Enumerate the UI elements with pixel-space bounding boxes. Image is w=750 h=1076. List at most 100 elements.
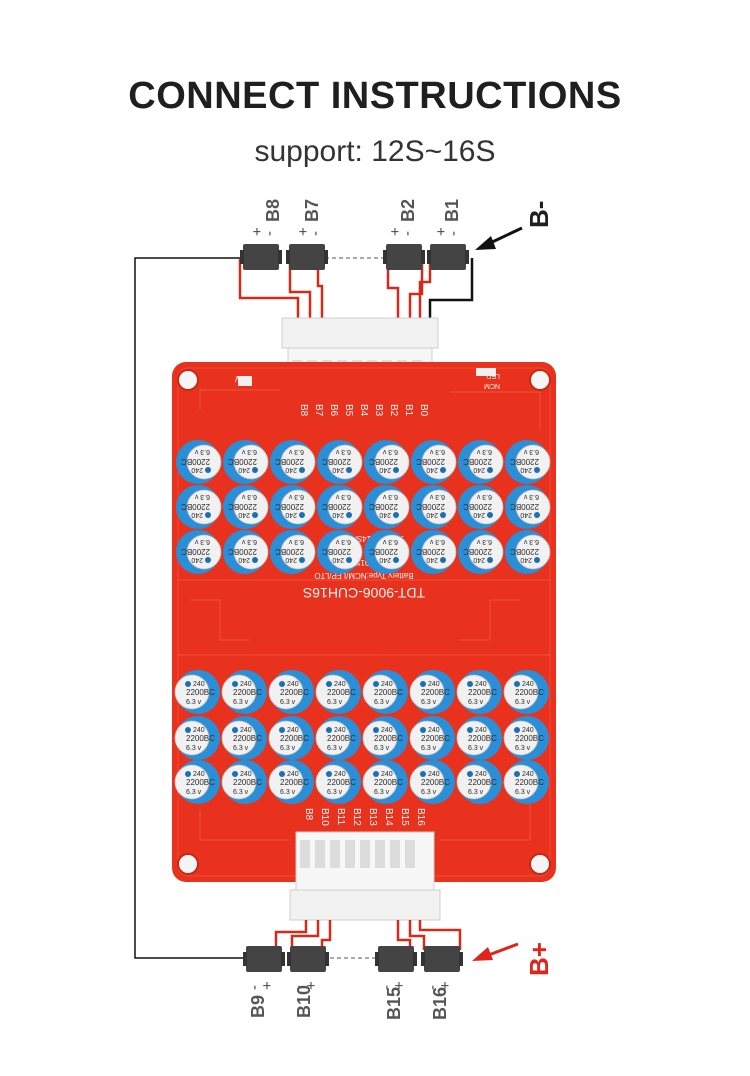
- svg-text:2200BC: 2200BC: [228, 547, 257, 556]
- svg-text:6.3 v: 6.3 v: [288, 493, 304, 500]
- svg-text:2200BC: 2200BC: [468, 688, 497, 697]
- bottom-wires: [274, 920, 462, 950]
- svg-text:6.3 v: 6.3 v: [233, 789, 249, 796]
- svg-text:2200BC: 2200BC: [416, 547, 445, 556]
- svg-text:6.3 v: 6.3 v: [280, 745, 296, 752]
- svg-text:6.3 v: 6.3 v: [421, 789, 437, 796]
- svg-text:240: 240: [334, 727, 346, 734]
- svg-text:6.3 v: 6.3 v: [468, 789, 484, 796]
- svg-text:2200BC: 2200BC: [463, 547, 492, 556]
- svg-text:+: +: [391, 981, 408, 990]
- svg-text:2200BC: 2200BC: [369, 547, 398, 556]
- svg-text:6.3 v: 6.3 v: [194, 448, 210, 455]
- svg-text:6.3 v: 6.3 v: [374, 699, 390, 706]
- svg-text:240: 240: [285, 511, 297, 518]
- top-cell-labels: + - B8 + - B7 + - B2 + - B1: [249, 199, 462, 236]
- svg-text:240: 240: [475, 727, 487, 734]
- svg-text:240: 240: [379, 556, 391, 563]
- svg-text:2200BC: 2200BC: [275, 547, 304, 556]
- svg-text:2200BC: 2200BC: [280, 734, 309, 743]
- svg-text:240: 240: [285, 466, 297, 473]
- battery-block-b15: [378, 946, 414, 972]
- svg-text:6.3 v: 6.3 v: [194, 493, 210, 500]
- svg-text:6.3 v: 6.3 v: [429, 493, 445, 500]
- svg-text:2200BC: 2200BC: [280, 688, 309, 697]
- svg-text:+: +: [303, 981, 320, 990]
- battery-block-b1: [430, 244, 466, 270]
- svg-text:240: 240: [191, 556, 203, 563]
- svg-text:240: 240: [285, 556, 297, 563]
- svg-text:2200BC: 2200BC: [327, 778, 356, 787]
- svg-text:240: 240: [379, 511, 391, 518]
- svg-text:6.3 v: 6.3 v: [523, 448, 539, 455]
- svg-text:2200BC: 2200BC: [322, 547, 351, 556]
- svg-text:2200BC: 2200BC: [233, 688, 262, 697]
- svg-text:240: 240: [522, 681, 534, 688]
- page-title: CONNECT INSTRUCTIONS: [128, 75, 622, 117]
- svg-text:240: 240: [426, 466, 438, 473]
- svg-text:6.3 v: 6.3 v: [476, 493, 492, 500]
- svg-text:6.3 v: 6.3 v: [288, 538, 304, 545]
- svg-text:240: 240: [240, 727, 252, 734]
- bottom-pin-label: B16: [415, 808, 426, 826]
- svg-text:2200BC: 2200BC: [416, 502, 445, 511]
- svg-text:2200BC: 2200BC: [468, 778, 497, 787]
- bottom-pin-label: B10: [319, 808, 330, 826]
- svg-text:240: 240: [428, 727, 440, 734]
- svg-text:-: -: [445, 231, 462, 236]
- svg-text:240: 240: [426, 556, 438, 563]
- svg-text:6.3 v: 6.3 v: [382, 493, 398, 500]
- top-pin-label: B0: [418, 404, 429, 417]
- svg-text:240: 240: [428, 681, 440, 688]
- board-size: L125*W91*T19mm: [330, 558, 398, 567]
- battery-block-b9: [246, 946, 282, 972]
- battery-block-b2: [386, 244, 422, 270]
- svg-text:2200BC: 2200BC: [181, 502, 210, 511]
- svg-text:6.3 v: 6.3 v: [241, 538, 257, 545]
- top-pin-label: B7: [313, 404, 324, 417]
- top-pin-label: B8: [298, 404, 309, 417]
- svg-text:6.3 v: 6.3 v: [280, 789, 296, 796]
- label-b2: B2: [398, 199, 418, 222]
- svg-text:2200BC: 2200BC: [181, 547, 210, 556]
- svg-text:2200BC: 2200BC: [186, 688, 215, 697]
- svg-text:240: 240: [428, 771, 440, 778]
- svg-text:240: 240: [520, 556, 532, 563]
- svg-text:6.3 v: 6.3 v: [515, 745, 531, 752]
- svg-text:+: +: [437, 981, 454, 990]
- bottom-pin-label: B14: [383, 808, 394, 826]
- svg-text:6.3 v: 6.3 v: [233, 745, 249, 752]
- svg-text:6.3 v: 6.3 v: [327, 789, 343, 796]
- svg-text:+: +: [249, 227, 266, 236]
- top-pin-label: B1: [403, 404, 414, 417]
- svg-text:+: +: [295, 227, 312, 236]
- svg-text:2200BC: 2200BC: [515, 688, 544, 697]
- svg-text:2200BC: 2200BC: [228, 502, 257, 511]
- svg-text:-: -: [399, 231, 416, 236]
- b-plus-label: B+: [524, 942, 554, 976]
- svg-text:6.3 v: 6.3 v: [233, 699, 249, 706]
- svg-text:240: 240: [287, 771, 299, 778]
